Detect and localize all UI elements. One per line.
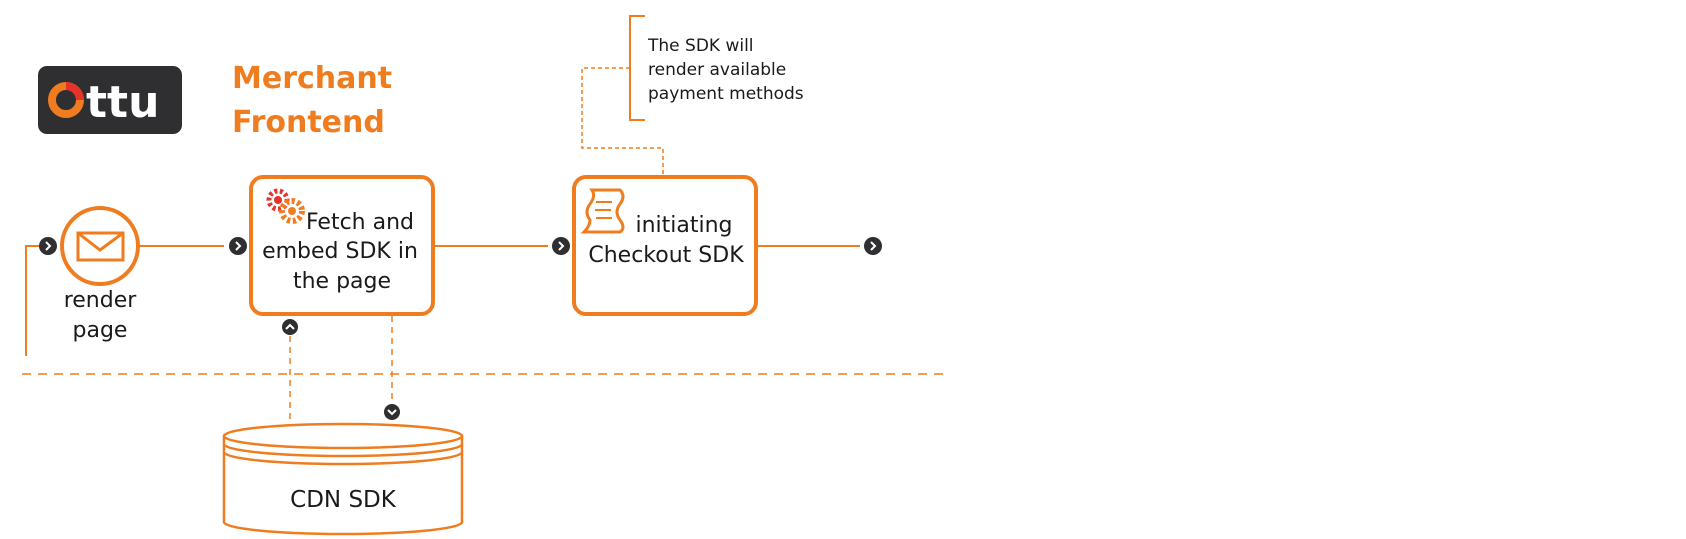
annotation-text-line2: render available [648, 60, 786, 80]
chevron-right-icon [558, 241, 565, 251]
flow-connector-3 [552, 237, 570, 255]
annotation-association-line [581, 67, 664, 177]
annotation-bracket [629, 15, 645, 121]
fetch-sdk-task[interactable]: Fetch and embed SDK in the page [249, 175, 435, 316]
start-event[interactable]: render page [60, 206, 140, 343]
fetch-task-label-line2: embed SDK in [262, 239, 418, 264]
lane-title-line2: Frontend [232, 105, 385, 140]
datastore-label: CDN SDK [290, 487, 397, 513]
logo-wordmark: ttu [86, 77, 159, 128]
start-event-label-line1: render [64, 288, 138, 313]
chevron-down-icon [387, 409, 397, 416]
flow-end-connector [864, 237, 882, 255]
flow-connector-1 [39, 237, 57, 255]
ottu-logo: ttu [38, 66, 182, 134]
annotation-text-line3: payment methods [648, 84, 804, 104]
logo-background [38, 66, 182, 134]
datastore-ring-1 [222, 443, 464, 458]
logo-ring-accent [65, 82, 84, 101]
checkout-task-label-line1: initiating [635, 213, 732, 238]
envelope-icon [76, 231, 125, 262]
fetch-task-label-line3: the page [293, 269, 391, 294]
fetch-task-label-line1: Fetch and [306, 210, 414, 235]
chevron-right-icon [235, 241, 242, 251]
datastore-ring-2 [222, 451, 464, 466]
checkout-sdk-task[interactable]: initiating Checkout SDK [572, 175, 758, 316]
chevron-right-icon [45, 241, 52, 251]
gears-icon [266, 188, 305, 224]
data-input-connector [282, 319, 298, 335]
chevron-up-icon [285, 323, 295, 330]
checkout-task-box [572, 175, 758, 316]
start-event-circle [60, 206, 140, 286]
annotation-text-line1: The SDK will [647, 36, 754, 56]
flow-connector-2 [229, 237, 247, 255]
fetch-task-box [249, 175, 435, 316]
lane-entry-line [25, 245, 40, 356]
lane-title-line1: Merchant [232, 61, 392, 96]
datastore-top [222, 422, 464, 450]
checkout-task-label-line2: Checkout SDK [588, 243, 744, 268]
cdn-sdk-datastore[interactable]: CDN SDK [222, 422, 464, 536]
start-event-label-line2: page [73, 318, 128, 343]
data-output-connector [384, 404, 400, 420]
datastore-body [222, 436, 464, 536]
chevron-right-icon [870, 241, 877, 251]
script-icon [580, 188, 625, 234]
